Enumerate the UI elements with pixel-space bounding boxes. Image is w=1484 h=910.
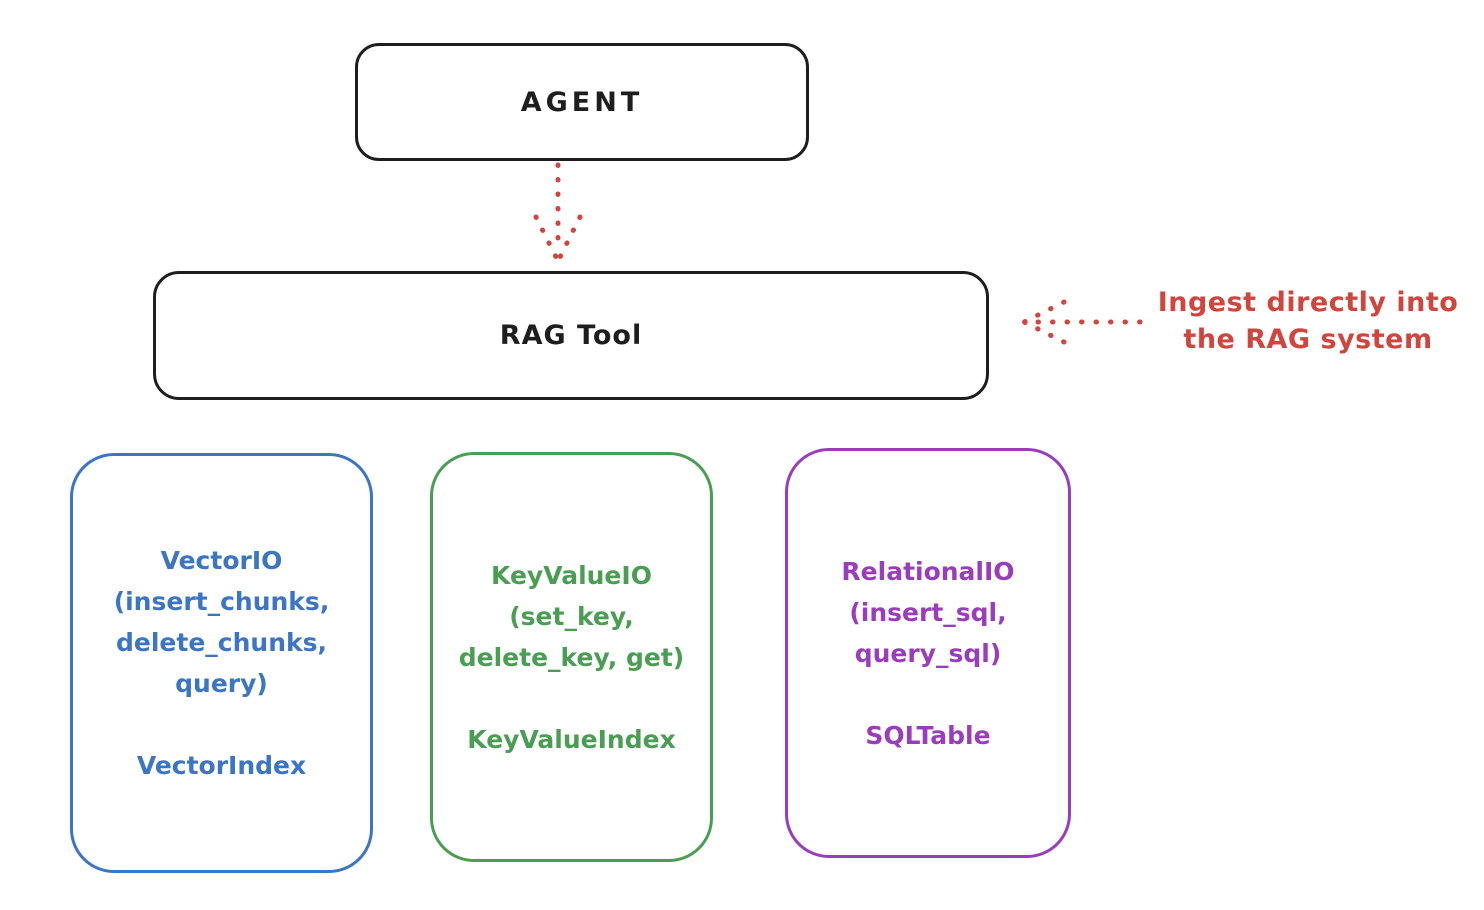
rag-tool-label: RAG Tool (499, 320, 643, 351)
relational-io-card-text: RelationalIO (insert_sql, query_sql) SQL… (841, 551, 1014, 756)
vector-io-card-text: VectorIO (insert_chunks, delete_chunks, … (114, 540, 330, 786)
key-value-io-card-text: KeyValueIO (set_key, delete_key, get) Ke… (459, 555, 684, 760)
ingest-dotted-arrow-icon (1021, 299, 1143, 345)
key-value-io-card: KeyValueIO (set_key, delete_key, get) Ke… (430, 452, 713, 862)
ingest-annotation-line1: Ingest directly into (1157, 287, 1459, 318)
relational-io-method-line: (insert_sql, (849, 597, 1007, 627)
sql-table-label: SQLTable (865, 720, 991, 750)
agent-label: AGENT (520, 86, 644, 118)
vector-io-method-line: (insert_chunks, (113, 587, 330, 616)
ingest-annotation-line2: the RAG system (1183, 324, 1433, 355)
vector-io-method-line: query) (175, 669, 268, 698)
vector-io-card: VectorIO (insert_chunks, delete_chunks, … (70, 453, 373, 873)
agent-node: AGENT (355, 43, 809, 161)
key-value-io-method-line: (set_key, (509, 601, 634, 631)
agent-to-rag-dotted-arrow-icon (533, 162, 583, 262)
spacer (841, 674, 1014, 715)
spacer (459, 678, 684, 719)
vector-io-method-line: delete_chunks, (116, 628, 327, 657)
relational-io-card: RelationalIO (insert_sql, query_sql) SQL… (785, 448, 1071, 858)
relational-io-method-line: query_sql) (854, 638, 1002, 668)
vector-index-label: VectorIndex (136, 751, 307, 780)
ingest-annotation: Ingest directly into the RAG system (1140, 284, 1476, 358)
key-value-io-method-line: delete_key, get) (458, 642, 685, 672)
rag-tool-node: RAG Tool (153, 271, 989, 400)
vector-io-title: VectorIO (160, 546, 283, 575)
key-value-index-label: KeyValueIndex (467, 724, 676, 754)
key-value-io-title: KeyValueIO (491, 560, 652, 590)
relational-io-title: RelationalIO (841, 556, 1015, 586)
spacer (114, 704, 330, 745)
